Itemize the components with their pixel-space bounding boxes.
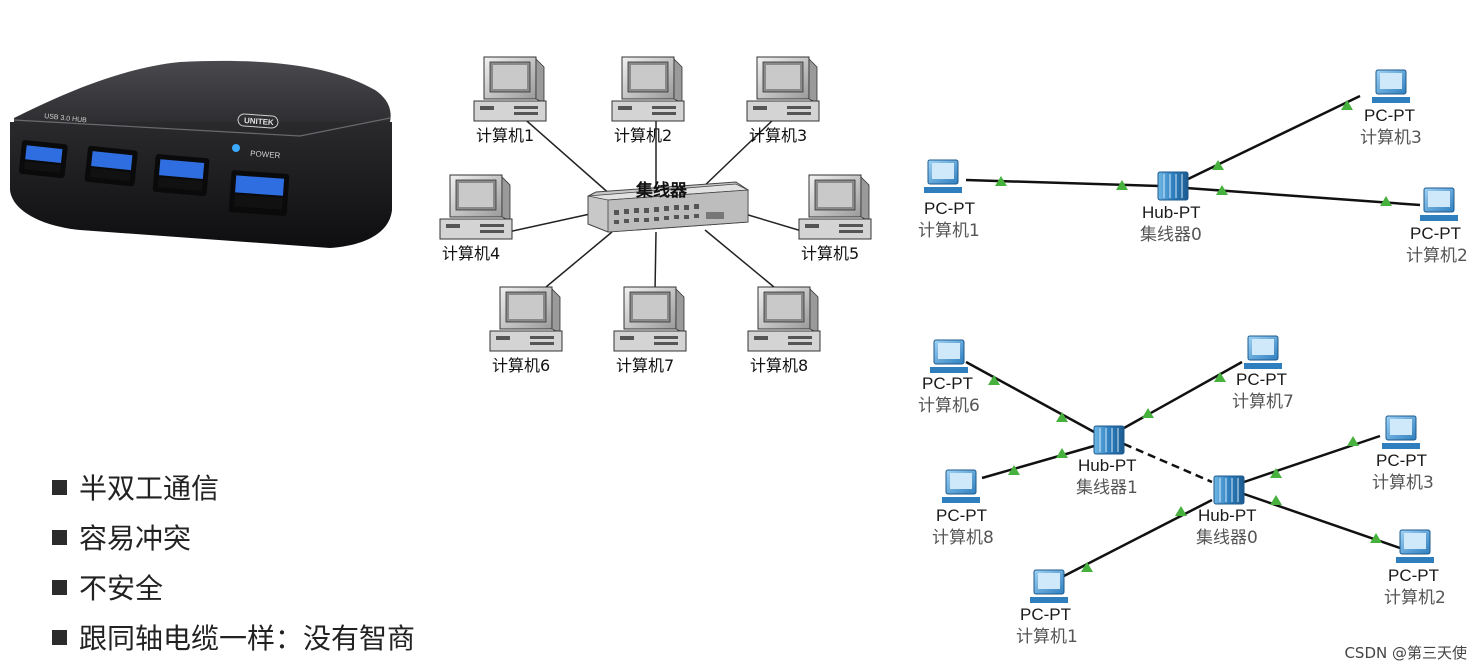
feature-text: 不安全	[79, 572, 164, 605]
pt-hub-icon	[1093, 425, 1125, 455]
hub-name-label: 集线器1	[1076, 478, 1138, 498]
hub-power-text: POWER	[250, 149, 281, 160]
pc-name-label: 计算机2	[1406, 246, 1468, 266]
pc-type-label: PC-PT	[1410, 224, 1461, 243]
bullet-square-icon	[52, 629, 67, 645]
computer-icon	[746, 56, 820, 122]
link-markers	[988, 372, 1382, 572]
feature-text: 半双工通信	[79, 472, 220, 505]
computer-label: 计算机5	[801, 244, 859, 263]
pt-topology-bottom: PC-PT 计算机6 PC-PT 计算机7 PC-PT 计算机8 Hub-PT …	[918, 335, 1446, 647]
feature-item: 半双工通信	[52, 462, 415, 512]
pc-type-label: PC-PT	[1364, 106, 1415, 125]
feature-item: 容易冲突	[52, 512, 415, 562]
usb-hub-photo: USB 3.0 HUB UNITEK POWER	[10, 60, 392, 248]
pt-pc-icon	[924, 159, 962, 193]
computer-icon	[747, 286, 821, 352]
feature-item: 不安全	[52, 562, 415, 612]
pc-name-label: 计算机2	[1384, 588, 1446, 608]
usb-port	[152, 154, 210, 197]
pc-name-label: 计算机7	[1232, 392, 1294, 412]
pt-links	[965, 360, 1401, 580]
link-markers	[995, 100, 1392, 206]
pc-type-label: PC-PT	[936, 506, 987, 525]
computer-icon	[798, 174, 872, 240]
star-links	[507, 114, 806, 293]
pc-type-label: PC-PT	[924, 199, 975, 218]
usb-port	[84, 145, 138, 187]
bullet-square-icon	[52, 529, 67, 545]
pt-pc-icon	[1420, 187, 1458, 221]
power-led	[232, 144, 240, 152]
feature-text: 跟同轴电缆一样：没有智商	[79, 622, 416, 655]
computer-label: 计算机1	[476, 126, 534, 145]
csdn-watermark: CSDN @第三天使	[1344, 644, 1467, 662]
hub-name-label: 集线器0	[1196, 528, 1258, 548]
hub-type-label: Hub-PT	[1198, 506, 1257, 525]
star-hub-label: 集线器	[635, 180, 688, 201]
pc-type-label: PC-PT	[1376, 451, 1427, 470]
pc-name-label: 计算机3	[1360, 128, 1422, 148]
hub-model-text: USB 3.0 HUB	[44, 113, 88, 124]
computer-label: 计算机4	[442, 244, 500, 263]
pt-pc-icon	[1396, 529, 1434, 563]
pt-pc-icon	[1372, 69, 1410, 103]
computer-icon	[473, 56, 547, 122]
computer-label: 计算机2	[614, 126, 672, 145]
star-hub-device: 集线器	[587, 180, 750, 233]
computer-label: 计算机3	[749, 126, 807, 145]
hub-brand-logo: UNITEK	[244, 116, 275, 127]
pt-pc-icon	[942, 469, 980, 503]
pt-pc-icon	[930, 339, 968, 373]
pc-name-label: 计算机1	[1016, 627, 1078, 647]
computer-icon	[489, 286, 563, 352]
computer-icon	[613, 286, 687, 352]
pc-name-label: 计算机3	[1372, 473, 1434, 493]
pc-name-label: 计算机6	[918, 396, 980, 416]
hub-name-label: 集线器0	[1140, 225, 1202, 245]
pt-topology-top: PC-PT 计算机1 Hub-PT 集线器0 PC-PT 计算机3 PC-PT …	[918, 69, 1468, 266]
hub-type-label: Hub-PT	[1078, 456, 1137, 475]
hub-type-label: Hub-PT	[1142, 203, 1201, 222]
usb-port	[18, 140, 68, 179]
pc-name-label: 计算机1	[918, 221, 980, 241]
computer-label: 计算机6	[492, 356, 550, 375]
pc-type-label: PC-PT	[1388, 566, 1439, 585]
star-computers: 计算机1 计算机2 计算机3 计算机4 计算机5 计算机6 计算机7 计算机8	[439, 56, 872, 375]
feature-text: 容易冲突	[79, 522, 192, 555]
bullet-square-icon	[52, 579, 67, 595]
pt-pc-icon	[1030, 569, 1068, 603]
pt-hub-icon	[1157, 171, 1189, 201]
usb-port	[228, 170, 290, 216]
feature-list: 半双工通信 容易冲突 不安全 跟同轴电缆一样：没有智商	[52, 462, 415, 662]
pc-name-label: 计算机8	[932, 528, 994, 548]
pt-links	[965, 94, 1421, 207]
pc-type-label: PC-PT	[1020, 605, 1071, 624]
feature-item: 跟同轴电缆一样：没有智商	[52, 612, 415, 662]
computer-icon	[611, 56, 685, 122]
star-diagram: 集线器 计算机1 计算机2 计算机3 计算机4 计算机5 计算机6 计算机7 计算机8	[439, 56, 872, 375]
pt-pc-icon	[1244, 335, 1282, 369]
pt-hub-icon	[1213, 475, 1245, 505]
pc-type-label: PC-PT	[922, 374, 973, 393]
bullet-square-icon	[52, 479, 67, 495]
computer-icon	[439, 174, 513, 240]
computer-label: 计算机8	[750, 356, 808, 375]
computer-label: 计算机7	[616, 356, 674, 375]
pt-pc-icon	[1382, 415, 1420, 449]
pc-type-label: PC-PT	[1236, 370, 1287, 389]
